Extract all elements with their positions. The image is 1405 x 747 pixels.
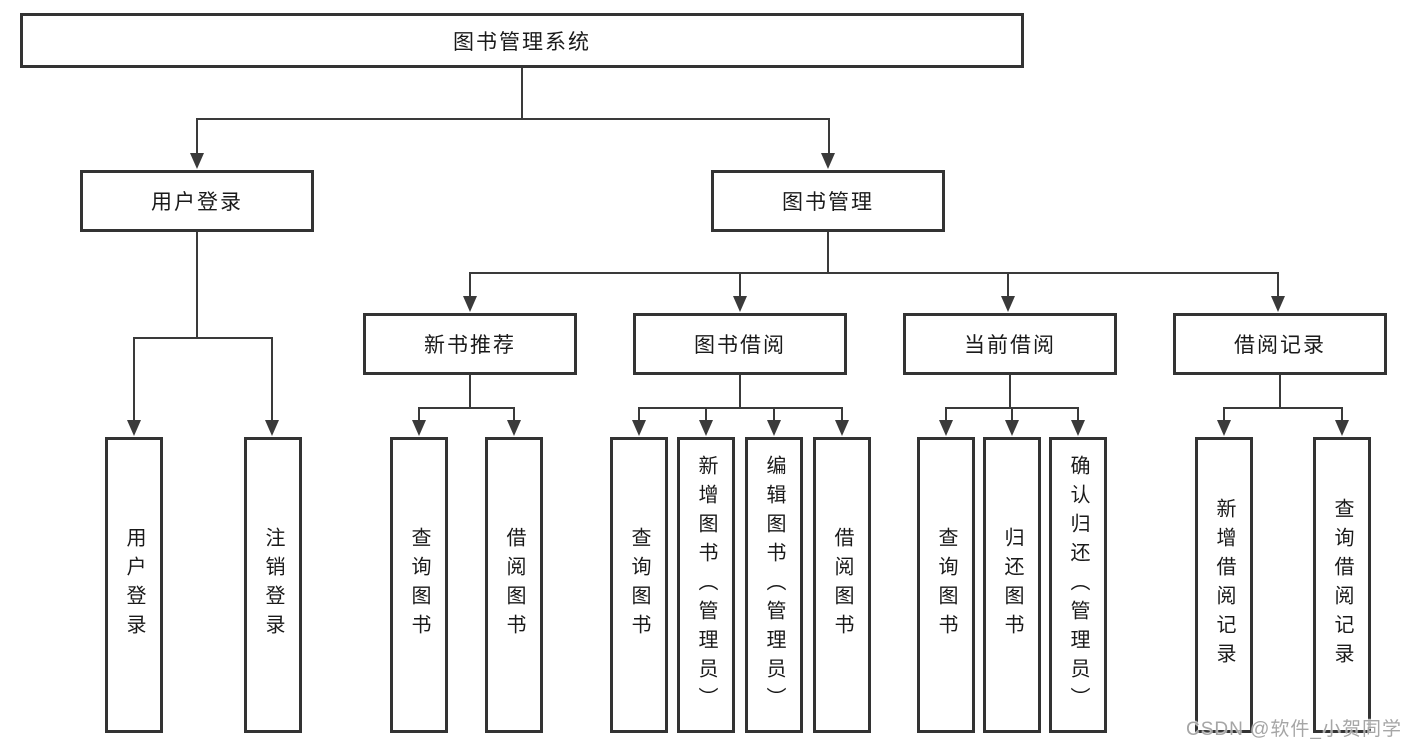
node-book-borrow-label: 图书借阅 (694, 334, 786, 357)
connector-root-drop-right (828, 118, 830, 154)
node-user-login-label: 用户登录 (151, 191, 243, 214)
connector-current-stem (1009, 375, 1011, 407)
node-borrow-record: 借阅记录 (1173, 313, 1387, 375)
connector-borrow-stem (739, 375, 741, 407)
node-current-borrow-label: 当前借阅 (964, 334, 1056, 357)
leaf-current-confirm-return-admin-label: 确认归还（管理员） (1067, 454, 1089, 716)
connector-mgmt-drop-2 (739, 272, 741, 296)
leaf-newbook-query-book-label: 查询图书 (408, 527, 430, 643)
leaf-borrow-add-book-admin: 新增图书（管理员） (677, 437, 735, 733)
arrowhead-down-icon (127, 420, 141, 436)
connector-current-drop-2 (1011, 407, 1013, 420)
leaf-newbook-query-book: 查询图书 (390, 437, 448, 733)
leaf-newbook-borrow-book: 借阅图书 (485, 437, 543, 733)
connector-current-drop-1 (945, 407, 947, 420)
connector-mgmt-drop-3 (1007, 272, 1009, 296)
csdn-watermark: CSDN @软件_小贺同学 (1186, 719, 1402, 740)
leaf-borrow-borrow-book-label: 借阅图书 (831, 527, 853, 643)
arrowhead-down-icon (939, 420, 953, 436)
leaf-borrow-query-book-label: 查询图书 (628, 527, 650, 643)
leaf-current-return-book-label: 归还图书 (1001, 527, 1023, 643)
connector-login-drop-2 (271, 337, 273, 420)
leaf-current-query-book-label: 查询图书 (935, 527, 957, 643)
leaf-current-return-book: 归还图书 (983, 437, 1041, 733)
leaf-borrow-edit-book-admin-label: 编辑图书（管理员） (763, 454, 785, 716)
connector-borrow-drop-1 (638, 407, 640, 420)
leaf-borrow-borrow-book: 借阅图书 (813, 437, 871, 733)
connector-newbook-drop-2 (513, 407, 515, 420)
node-current-borrow: 当前借阅 (903, 313, 1117, 375)
arrowhead-down-icon (1335, 420, 1349, 436)
arrowhead-down-icon (699, 420, 713, 436)
leaf-logout-label: 注销登录 (262, 527, 284, 643)
arrowhead-down-icon (1271, 296, 1285, 312)
connector-newbook-crossbar (418, 407, 515, 409)
connector-record-stem (1279, 375, 1281, 407)
connector-record-crossbar (1223, 407, 1343, 409)
connector-borrow-drop-2 (705, 407, 707, 420)
connector-login-stem (196, 232, 198, 337)
connector-mgmt-crossbar (469, 272, 1279, 274)
arrowhead-down-icon (1005, 420, 1019, 436)
leaf-user-login: 用户登录 (105, 437, 163, 733)
connector-borrow-drop-3 (773, 407, 775, 420)
arrowhead-down-icon (412, 420, 426, 436)
connector-mgmt-stem (827, 232, 829, 272)
connector-login-crossbar (133, 337, 273, 339)
leaf-logout: 注销登录 (244, 437, 302, 733)
leaf-record-add-record: 新增借阅记录 (1195, 437, 1253, 733)
leaf-record-query-record: 查询借阅记录 (1313, 437, 1371, 733)
arrowhead-down-icon (1217, 420, 1231, 436)
arrowhead-down-icon (507, 420, 521, 436)
connector-root-stem (521, 68, 523, 118)
arrowhead-down-icon (821, 153, 835, 169)
arrowhead-down-icon (463, 296, 477, 312)
node-book-borrow: 图书借阅 (633, 313, 847, 375)
arrowhead-down-icon (190, 153, 204, 169)
connector-mgmt-drop-4 (1277, 272, 1279, 296)
connector-newbook-stem (469, 375, 471, 407)
node-book-management-label: 图书管理 (782, 191, 874, 214)
connector-record-drop-1 (1223, 407, 1225, 420)
connector-root-crossbar (196, 118, 830, 120)
node-new-book-recommend-label: 新书推荐 (424, 334, 516, 357)
arrowhead-down-icon (632, 420, 646, 436)
connector-borrow-crossbar (638, 407, 843, 409)
connector-root-drop-left (196, 118, 198, 154)
leaf-borrow-add-book-admin-label: 新增图书（管理员） (695, 454, 717, 716)
leaf-user-login-label: 用户登录 (123, 527, 145, 643)
node-book-management: 图书管理 (711, 170, 945, 232)
connector-current-drop-3 (1077, 407, 1079, 420)
leaf-record-add-record-label: 新增借阅记录 (1213, 498, 1235, 672)
arrowhead-down-icon (767, 420, 781, 436)
connector-record-drop-2 (1341, 407, 1343, 420)
node-borrow-record-label: 借阅记录 (1234, 334, 1326, 357)
node-new-book-recommend: 新书推荐 (363, 313, 577, 375)
leaf-current-query-book: 查询图书 (917, 437, 975, 733)
arrowhead-down-icon (265, 420, 279, 436)
connector-newbook-drop-1 (418, 407, 420, 420)
leaf-current-confirm-return-admin: 确认归还（管理员） (1049, 437, 1107, 733)
leaf-newbook-borrow-book-label: 借阅图书 (503, 527, 525, 643)
node-root: 图书管理系统 (20, 13, 1024, 68)
arrowhead-down-icon (1001, 296, 1015, 312)
node-root-label: 图书管理系统 (453, 30, 591, 54)
connector-borrow-drop-4 (841, 407, 843, 420)
leaf-borrow-query-book: 查询图书 (610, 437, 668, 733)
arrowhead-down-icon (1071, 420, 1085, 436)
arrowhead-down-icon (835, 420, 849, 436)
leaf-borrow-edit-book-admin: 编辑图书（管理员） (745, 437, 803, 733)
connector-login-drop-1 (133, 337, 135, 420)
arrowhead-down-icon (733, 296, 747, 312)
connector-mgmt-drop-1 (469, 272, 471, 296)
leaf-record-query-record-label: 查询借阅记录 (1331, 498, 1353, 672)
node-user-login: 用户登录 (80, 170, 314, 232)
